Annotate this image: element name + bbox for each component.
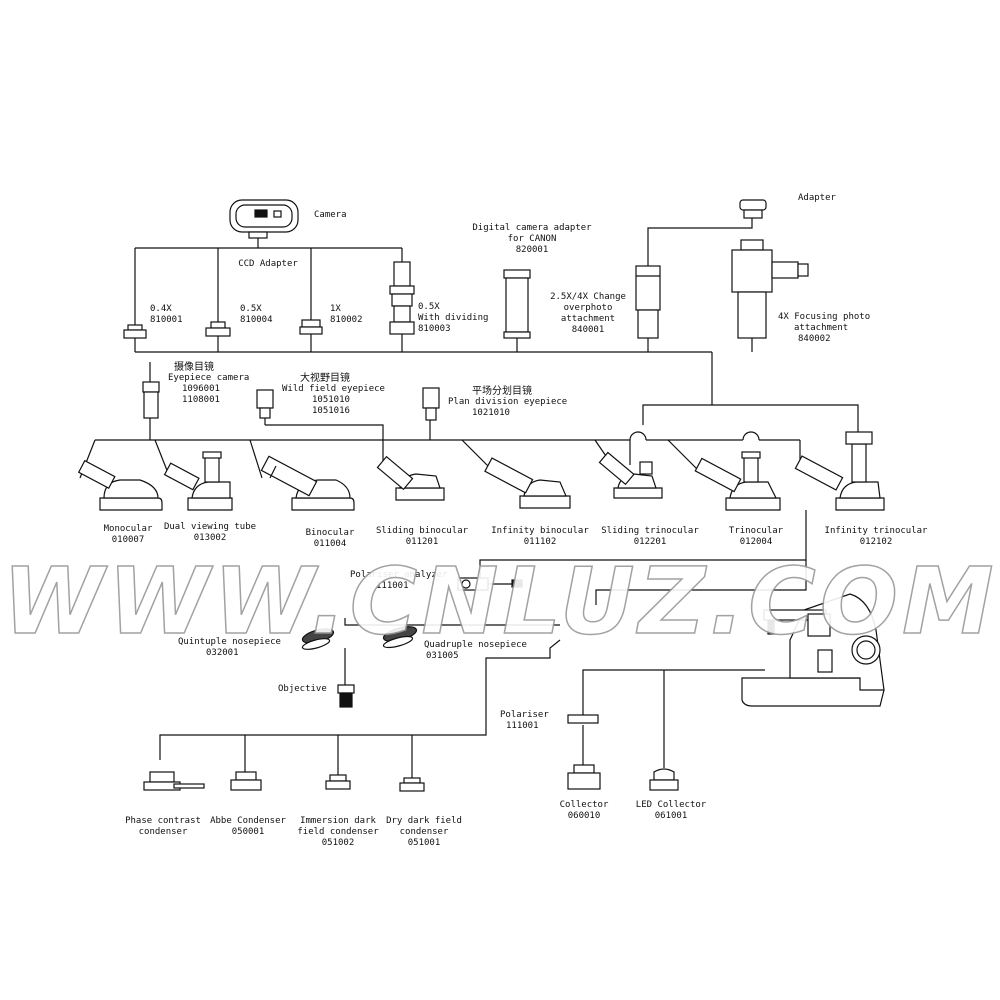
objective-label: Objective xyxy=(278,684,327,694)
collector-icon xyxy=(567,764,601,790)
ccd-adapter-icon-3 xyxy=(299,319,323,335)
objective-icon xyxy=(337,684,355,708)
eyepiece-camera-icon xyxy=(142,381,160,419)
overphoto-attachment-icon xyxy=(635,265,661,339)
camera-label: Camera xyxy=(314,210,347,220)
connector-lines xyxy=(79,218,859,778)
ccd-adapter-icon-1 xyxy=(123,324,147,339)
infinity-binocular-head-icon xyxy=(484,457,571,509)
sliding-binocular-head-icon xyxy=(376,455,445,501)
binocular-head-icon xyxy=(260,455,355,511)
quadruple-nosepiece-icon xyxy=(382,626,418,649)
ccd-adapter-icon-2 xyxy=(205,321,231,337)
dividing-adapter-icon xyxy=(389,261,415,335)
microscope-stand-icon xyxy=(741,593,885,707)
phase-contrast-condenser-icon xyxy=(143,771,205,791)
abbe-condenser-icon xyxy=(230,771,262,791)
trinocular-head-icon xyxy=(694,451,781,511)
infinity-trinocular-head-icon xyxy=(794,431,885,511)
dual-viewing-head-icon xyxy=(163,451,233,511)
polariser-analyzer-icon xyxy=(457,577,523,591)
top-adapter-label: Adapter xyxy=(798,193,836,203)
polariser-icon xyxy=(567,714,599,724)
sliding-trinocular-head-icon xyxy=(598,451,663,499)
ccd-adapter-label: CCD Adapter xyxy=(238,259,298,269)
dry-dark-field-condenser-icon xyxy=(399,777,425,792)
monocular-head-icon xyxy=(77,459,163,511)
led-collector-icon xyxy=(649,768,679,791)
immersion-dark-field-condenser-icon xyxy=(325,774,351,790)
wide-field-eyepiece-icon xyxy=(256,389,274,419)
camera-icon xyxy=(229,199,299,239)
plan-division-eyepiece-icon xyxy=(422,387,440,421)
quintuple-nosepiece-icon xyxy=(301,628,335,650)
adapter-icon xyxy=(739,199,767,219)
canon-adapter-icon xyxy=(503,269,531,339)
focusing-attachment-icon xyxy=(731,239,809,339)
